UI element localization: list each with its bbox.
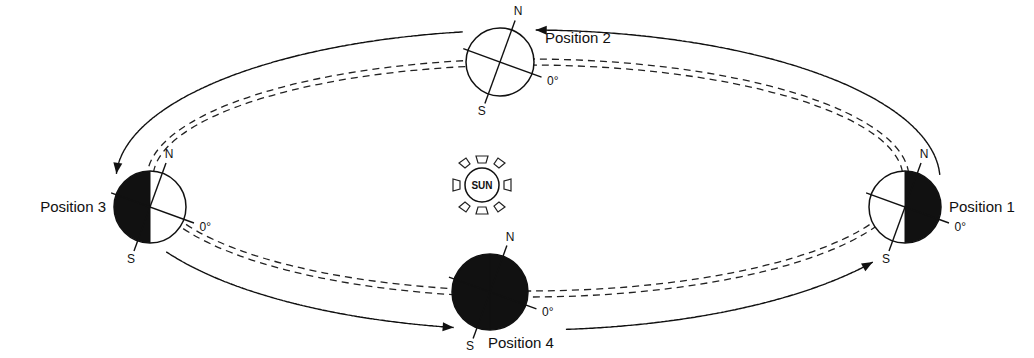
equator-label: 0° — [547, 75, 558, 88]
earth-globe: NS0°Position 1 — [869, 171, 941, 243]
position-label: Position 4 — [488, 335, 554, 352]
pole-label: S — [466, 340, 474, 353]
earth-globe: NS0°Position 3 — [114, 171, 186, 243]
orbit-arrow — [113, 32, 462, 174]
orbit-arrow — [566, 262, 873, 329]
equator-label: 0° — [955, 221, 966, 234]
position-label: Position 1 — [949, 199, 1015, 216]
earth-outline — [869, 171, 941, 243]
pole-label: N — [165, 148, 174, 161]
earth-outline — [452, 254, 528, 330]
earth-outline — [114, 171, 186, 243]
earth-globe: NS0°Position 2 — [466, 28, 534, 96]
position-label: Position 3 — [40, 199, 106, 216]
equator-label: 0° — [200, 221, 211, 234]
pole-label: S — [478, 105, 486, 118]
pole-label: N — [920, 148, 929, 161]
sun-rays — [453, 156, 511, 214]
earth-outline — [466, 28, 534, 96]
orbit-arrow — [536, 26, 940, 175]
sun-circle: SUN — [464, 167, 500, 203]
pole-label: N — [514, 5, 523, 18]
orbit-arrow — [166, 252, 454, 331]
pole-label: S — [127, 253, 135, 266]
position-label: Position 2 — [545, 30, 611, 47]
orbit-path — [153, 65, 903, 291]
pole-label: S — [882, 253, 890, 266]
pole-label: N — [506, 231, 515, 244]
sun-label: SUN — [471, 180, 492, 191]
orbit-path — [147, 59, 909, 297]
equator-label: 0° — [542, 306, 553, 319]
earth-globe: NS0°Position 4 — [452, 254, 528, 330]
